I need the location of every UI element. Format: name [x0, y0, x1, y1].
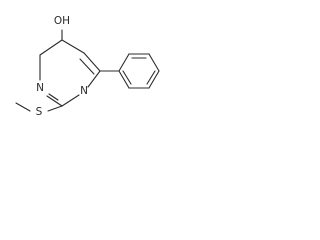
hydroxyl-label: OH: [54, 15, 70, 27]
phenyl-double-3: [122, 70, 132, 85]
phenyl-bond-3: [148, 53, 160, 72]
bond-c6-n1: [87, 70, 101, 88]
pyrimidine-ring: [39, 29, 101, 107]
atom-labels: OH N N S: [36, 15, 88, 118]
bond-s-ch3: [15, 102, 31, 112]
bond-c4-c5: [61, 39, 85, 54]
phenyl-bond-6: [118, 70, 130, 89]
phenyl-double-2: [146, 70, 156, 85]
sulfur-label: S: [36, 106, 43, 118]
methylthio-group: [15, 102, 63, 112]
phenyl-bond-1: [118, 53, 130, 72]
bond-n1-c2: [61, 94, 80, 107]
chemical-structure-diagram: OH N N S: [15, 15, 160, 118]
bond-c2-n3: [46, 95, 63, 107]
nitrogen-label-bottom: N: [80, 85, 88, 97]
bond-c2-n3-double: [48, 93, 59, 101]
bond-c5-c6-double: [79, 58, 95, 75]
nitrogen-label-top: N: [36, 82, 44, 94]
phenyl-ring: [99, 53, 160, 89]
phenyl-bond-4: [148, 70, 160, 89]
bond-c5-c6: [83, 52, 101, 72]
bond-c2-s: [47, 105, 63, 112]
bond-c4-corner: [39, 39, 63, 56]
